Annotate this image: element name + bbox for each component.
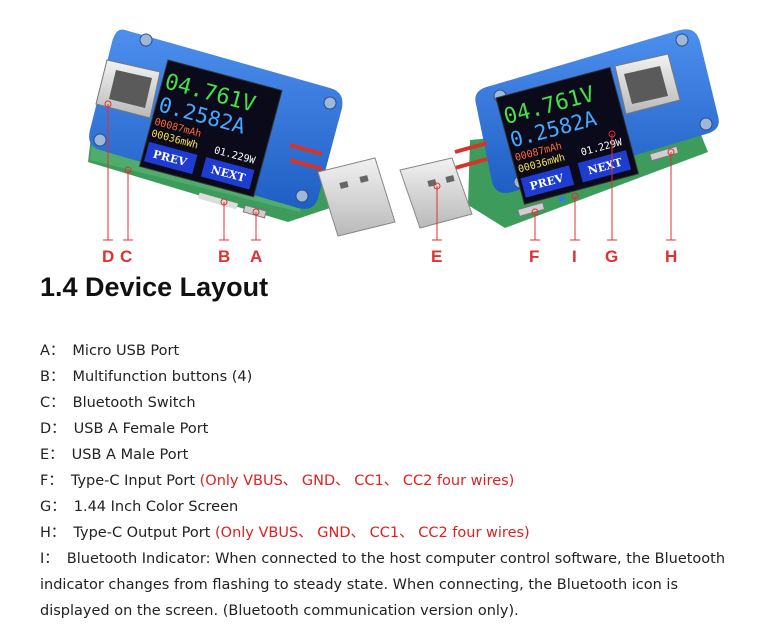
item-key: D bbox=[40, 421, 52, 437]
item-key: B bbox=[40, 369, 50, 385]
item-key: F bbox=[40, 473, 49, 489]
item-sep: ： bbox=[49, 447, 64, 463]
item-key: C bbox=[40, 395, 51, 411]
direction-arrows-icon bbox=[289, 143, 323, 171]
device-illustration: 04.761V 0.2582A 00087mAh 00036mWh 01.229… bbox=[88, 29, 719, 241]
callout-b: B bbox=[218, 247, 231, 266]
item-key: G bbox=[40, 499, 52, 515]
screw-icon bbox=[139, 33, 153, 47]
list-item: A： Micro USB Port bbox=[40, 338, 740, 364]
screw-icon bbox=[93, 133, 107, 147]
item-sep: ： bbox=[51, 499, 66, 515]
type-c-output-port bbox=[649, 145, 680, 162]
item-text: Micro USB Port bbox=[72, 343, 180, 359]
item-key: E bbox=[40, 447, 50, 463]
callout-i: I bbox=[572, 247, 578, 266]
list-item: B： Multifunction buttons (4) bbox=[40, 364, 740, 390]
list-item: I：Bluetooth Indicator: When connected to… bbox=[40, 546, 740, 624]
callout-g: G bbox=[605, 247, 619, 266]
item-key: A bbox=[40, 343, 50, 359]
list-item: D： USB A Female Port bbox=[40, 416, 740, 442]
callout-lines bbox=[103, 100, 676, 241]
item-text: Bluetooth Indicator: When connected to t… bbox=[40, 551, 726, 619]
list-item: G： 1.44 Inch Color Screen bbox=[40, 494, 740, 520]
item-text: Type-C Input Port bbox=[70, 473, 196, 489]
screw-icon bbox=[295, 189, 309, 203]
item-text: Multifunction buttons (4) bbox=[72, 369, 253, 385]
callout-c: C bbox=[120, 247, 133, 266]
right-usb-a-female-port bbox=[614, 53, 681, 115]
item-sep: ： bbox=[48, 473, 63, 489]
item-text: Bluetooth Switch bbox=[72, 395, 196, 411]
screw-icon bbox=[699, 117, 713, 131]
item-sep: ： bbox=[50, 525, 66, 541]
bluetooth-indicator-icon bbox=[559, 196, 565, 202]
item-sep: ： bbox=[49, 343, 65, 359]
item-sep: ： bbox=[50, 395, 65, 411]
right-screen: 04.761V 0.2582A 00087mAh 00036mWh 01.229… bbox=[495, 66, 640, 205]
left-device: 04.761V 0.2582A 00087mAh 00036mWh 01.229… bbox=[88, 29, 396, 237]
item-note: (Only VBUS、 GND、 CC1、 CC2 four wires) bbox=[215, 525, 530, 541]
item-text: Type-C Output Port bbox=[73, 525, 211, 541]
item-sep: ： bbox=[44, 551, 59, 567]
left-side-buttons bbox=[197, 192, 239, 210]
list-item: C： Bluetooth Switch bbox=[40, 390, 740, 416]
list-item: E： USB A Male Port bbox=[40, 442, 740, 468]
micro-usb-port bbox=[242, 204, 268, 219]
item-text: USB A Male Port bbox=[71, 447, 189, 463]
right-device: 04.761V 0.2582A 00087mAh 00036mWh 01.229… bbox=[399, 29, 719, 229]
screw-icon bbox=[323, 96, 337, 110]
callout-a: A bbox=[250, 247, 263, 266]
callout-e: E bbox=[431, 247, 443, 266]
callout-f: F bbox=[529, 247, 540, 266]
component-list: A：Micro USB Port B：Multifunction buttons… bbox=[40, 338, 740, 624]
callout-d: D bbox=[102, 247, 115, 266]
item-key: H bbox=[40, 525, 51, 541]
callout-h: H bbox=[665, 247, 678, 266]
left-usb-plug bbox=[317, 157, 396, 237]
section-title: 1.4 Device Layout bbox=[40, 272, 269, 302]
item-sep: ： bbox=[49, 369, 65, 385]
direction-arrows-icon bbox=[454, 141, 488, 170]
list-item: H： Type-C Output Port (Only VBUS、 GND、 CC… bbox=[40, 520, 740, 546]
item-note: (Only VBUS、 GND、 CC1、 CC2 four wires) bbox=[199, 473, 515, 489]
usb-a-female-port bbox=[95, 59, 161, 119]
list-item: F： Type-C Input Port (Only VBUS、 GND、 CC1… bbox=[40, 468, 740, 494]
screw-icon bbox=[675, 33, 689, 47]
item-text: USB A Female Port bbox=[73, 421, 209, 437]
device-figure: 04.761V 0.2582A 00087mAh 00036mWh 01.229… bbox=[0, 0, 770, 275]
item-key: I bbox=[40, 551, 45, 567]
item-text: 1.44 Inch Color Screen bbox=[73, 499, 239, 515]
left-screen: 04.761V 0.2582A 00087mAh 00036mWh 01.229… bbox=[138, 59, 283, 198]
item-sep: ： bbox=[51, 421, 66, 437]
right-usb-plug bbox=[399, 157, 473, 229]
